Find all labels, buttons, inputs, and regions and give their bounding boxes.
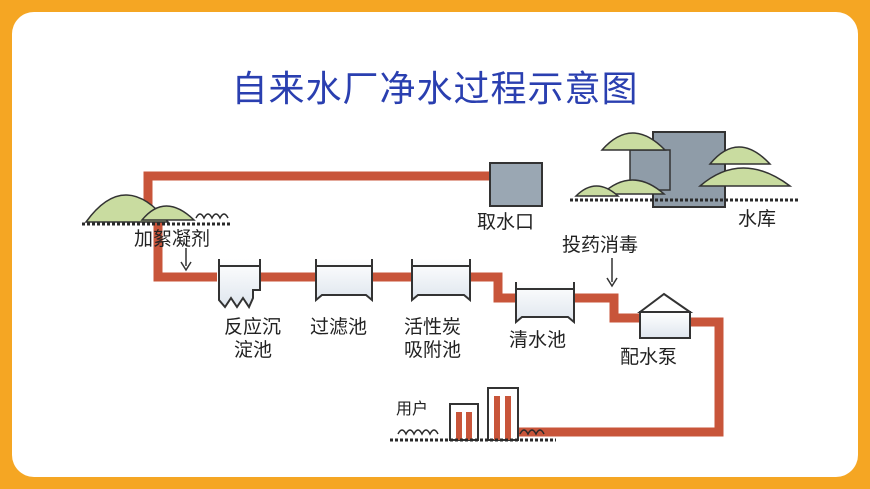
pump-house [637, 292, 694, 339]
tree-icon [600, 132, 667, 151]
pipe-carbon-clear [470, 272, 516, 303]
label-disinfect: 投药消毒 [562, 234, 638, 256]
label-coagulant: 加絮凝剂 [134, 228, 210, 250]
pipe-network [143, 171, 724, 437]
sedimentation-tank [218, 259, 261, 310]
label-sediment-1: 反应沉 [224, 316, 281, 338]
filter-tank [315, 259, 373, 303]
tree-icon [708, 146, 772, 165]
clear-water-tank [515, 282, 575, 325]
pipe-to-user [518, 317, 724, 437]
label-sediment-2: 淀池 [234, 339, 272, 361]
label-user: 用户 [396, 399, 428, 418]
user-buildings [390, 387, 556, 442]
pipe-clear-pump [574, 293, 640, 323]
label-intake: 取水口 [477, 211, 534, 233]
intake-box [489, 162, 543, 207]
coagulant-arrow-icon [180, 248, 192, 272]
carbon-tank [411, 259, 471, 303]
label-carbon-1: 活性炭 [404, 316, 461, 338]
tree-icon [574, 185, 620, 197]
disinfect-arrow-icon [606, 258, 618, 288]
pipe-intake [143, 171, 492, 213]
hill-icon [140, 205, 196, 221]
label-pump: 配水泵 [620, 346, 677, 368]
label-reservoir: 水库 [738, 208, 776, 230]
reservoir [570, 131, 800, 208]
building-icon [449, 403, 479, 441]
label-filter: 过滤池 [310, 316, 367, 338]
building-icon [487, 387, 519, 441]
tree-icon [697, 167, 793, 187]
label-carbon-2: 吸附池 [404, 339, 461, 361]
pipe-to-sediment [153, 222, 217, 282]
coagulant-hills [82, 194, 232, 226]
label-clear: 清水池 [509, 329, 566, 351]
page-title: 自来水厂净水过程示意图 [231, 69, 639, 110]
